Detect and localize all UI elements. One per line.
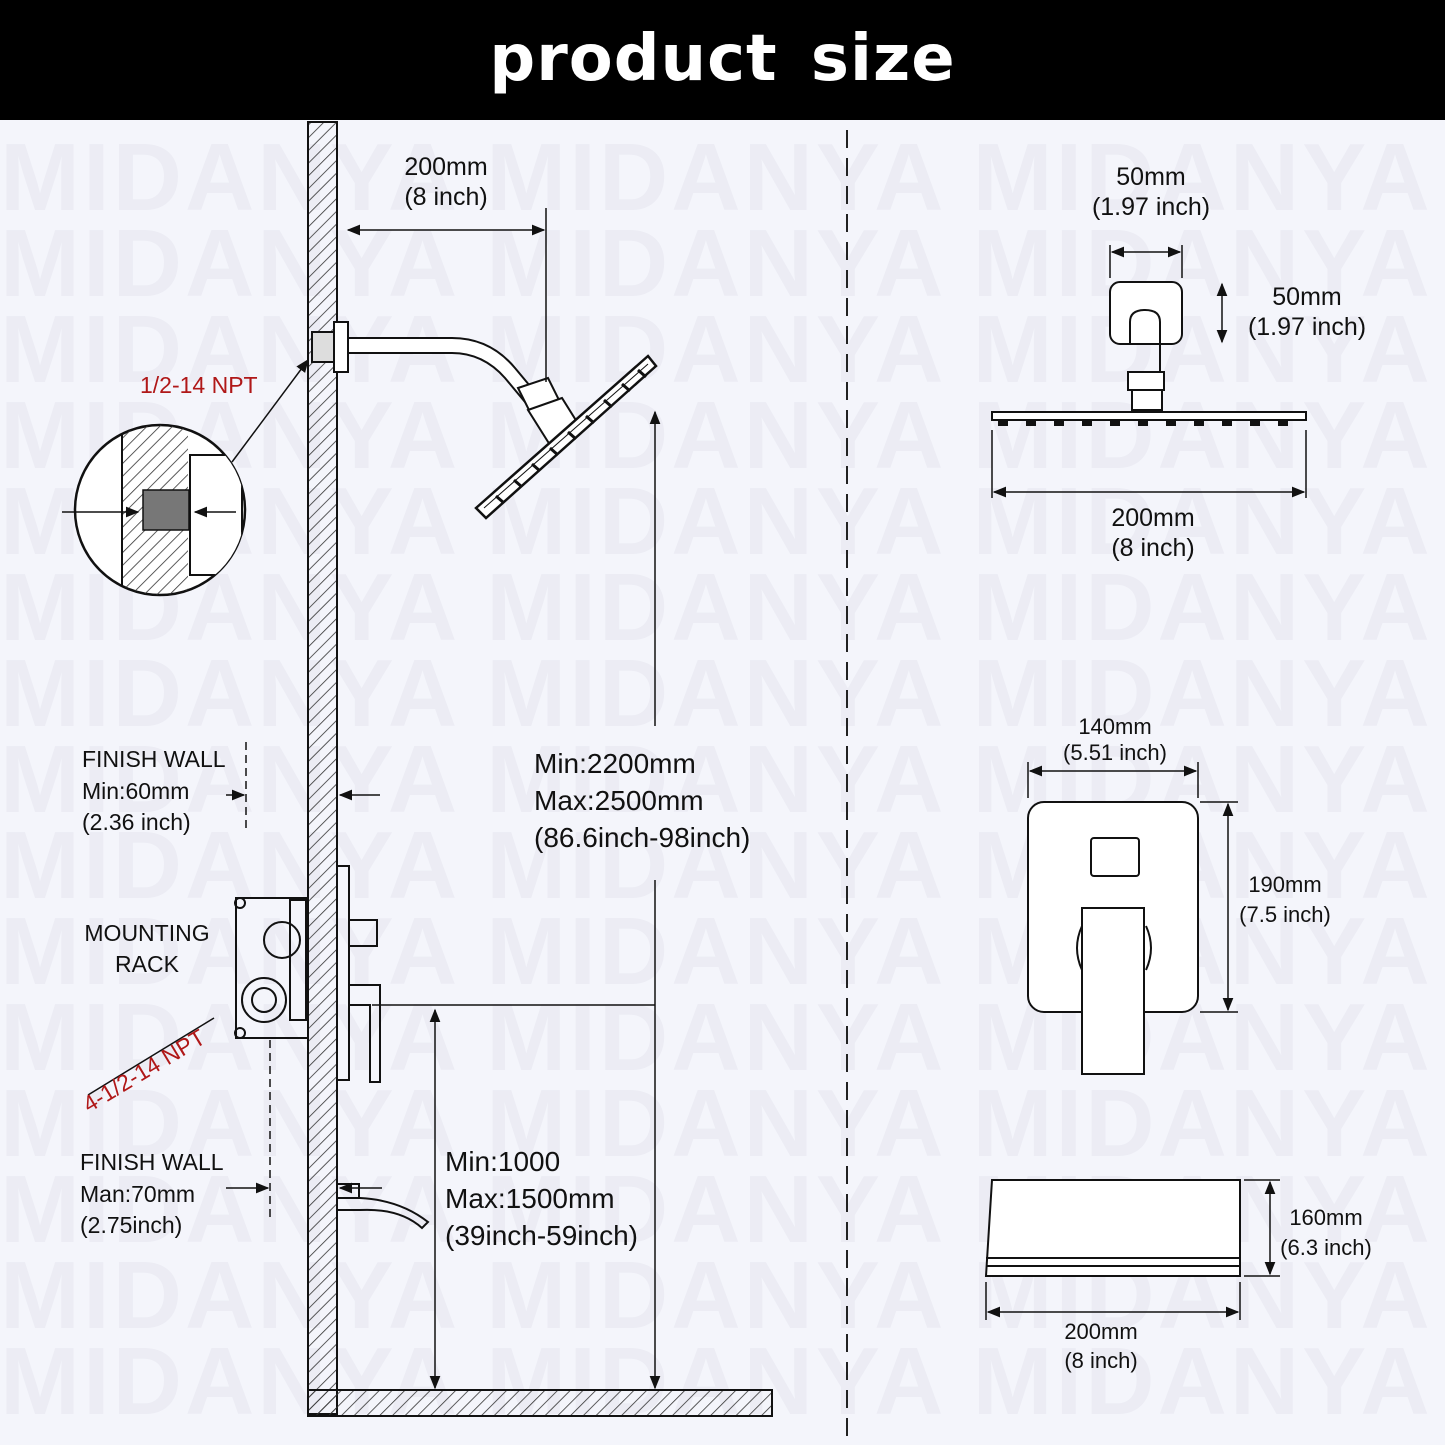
page-title: product size <box>489 22 956 96</box>
arm-reach-label: 200mm (8 inch) <box>386 152 506 212</box>
shower-arm-and-head <box>311 321 658 520</box>
watermark-text: MIDANYA MIDANYA MIDANYA MIDANYA <box>0 640 1445 747</box>
inlet-thread-label: 1/2-14 NPT <box>140 372 258 398</box>
shower-height-label: Min:2200mm Max:2500mm (86.6inch-98inch) <box>534 746 750 857</box>
plate-width-mm: 140mm <box>1078 714 1152 739</box>
finish-wall-bottom-title: FINISH WALL <box>80 1149 224 1175</box>
finish-wall-bottom-inch: (2.75inch) <box>80 1212 183 1239</box>
finish-wall-top-title: FINISH WALL <box>82 746 226 772</box>
head-width-label: 200mm (8 inch) <box>1078 503 1228 563</box>
mounting-rack-label: MOUNTING RACK <box>72 918 222 980</box>
flange-height-inch: (1.97 inch) <box>1247 313 1367 341</box>
finish-wall-bottom-label: FINISH WALL Man:70mm (2.75inch) <box>80 1147 224 1242</box>
watermark-text: MIDANYA MIDANYA MIDANYA MIDANYA <box>0 296 1445 403</box>
valve-height-max: Max:1500mm <box>445 1182 615 1214</box>
spout-height-label: 160mm (6.3 inch) <box>1272 1203 1380 1262</box>
flange-width-label: 50mm (1.97 inch) <box>1066 162 1236 222</box>
head-width-inch: (8 inch) <box>1111 534 1195 562</box>
valve-height-inch: (39inch-59inch) <box>445 1219 638 1251</box>
finish-wall-bottom-value: Man:70mm <box>80 1180 196 1207</box>
watermark-text: MIDANYA MIDANYA MIDANYA MIDANYA <box>0 382 1445 489</box>
watermark-text: MIDANYA MIDANYA MIDANYA MIDANYA <box>0 124 1445 231</box>
flange-width-mm: 50mm <box>1116 163 1186 191</box>
thread-detail-callout <box>62 358 309 597</box>
mounting-rack-line1: MOUNTING <box>84 920 210 946</box>
flange-width-inch: (1.97 inch) <box>1091 193 1211 221</box>
watermark-layer: MIDANYA MIDANYA MIDANYA MIDANYA MIDANYA … <box>0 120 1445 1445</box>
finish-wall-top-inch: (2.36 inch) <box>82 809 191 836</box>
arm-reach-inch: (8 inch) <box>404 183 488 211</box>
spout-width-mm: 200mm <box>1064 1319 1138 1344</box>
plate-height-label: 190mm (7.5 inch) <box>1222 870 1348 929</box>
shower-head-nozzles <box>495 368 647 505</box>
valve-height-min: Min:1000 <box>445 1146 561 1177</box>
arm-reach-mm: 200mm <box>404 153 488 181</box>
shower-height-inch: (86.6inch-98inch) <box>534 821 751 853</box>
finish-wall-top-value: Min:60mm <box>82 777 190 804</box>
valve-trim-side <box>336 865 381 1083</box>
finish-wall-top-label: FINISH WALL Min:60mm (2.36 inch) <box>82 744 226 839</box>
shower-height-max: Max:2500mm <box>534 784 704 816</box>
plate-height-inch: (7.5 inch) <box>1239 901 1331 927</box>
title-banner <box>0 0 1445 120</box>
tub-spout-side <box>336 1183 430 1230</box>
valve-height-label: Min:1000 Max:1500mm (39inch-59inch) <box>445 1144 638 1255</box>
flange-height-label: 50mm (1.97 inch) <box>1232 282 1382 342</box>
flange-height-mm: 50mm <box>1272 283 1342 311</box>
plate-width-inch: (5.51 inch) <box>1063 740 1167 766</box>
valve-trim-front <box>1027 801 1199 1075</box>
mounting-rack <box>234 897 309 1039</box>
watermark-text: MIDANYA MIDANYA MIDANYA MIDANYA <box>0 1070 1445 1177</box>
head-width-mm: 200mm <box>1111 504 1195 532</box>
watermark-text: MIDANYA MIDANYA MIDANYA MIDANYA <box>0 210 1445 317</box>
spout-width-inch: (8 inch) <box>1064 1347 1138 1373</box>
watermark-text: MIDANYA MIDANYA MIDANYA MIDANYA <box>0 898 1445 1005</box>
spout-width-label: 200mm (8 inch) <box>1036 1318 1166 1375</box>
watermark-text: MIDANYA MIDANYA MIDANYA MIDANYA <box>0 554 1445 661</box>
shower-head-front-nozzles <box>998 420 1288 426</box>
watermark-text: MIDANYA MIDANYA MIDANYA MIDANYA <box>0 726 1445 833</box>
shower-head-front <box>991 281 1307 421</box>
spout-height-mm: 160mm <box>1289 1205 1363 1230</box>
plate-height-mm: 190mm <box>1248 872 1322 897</box>
shower-height-min: Min:2200mm <box>534 748 696 779</box>
tub-spout-front <box>984 1179 1241 1277</box>
plate-width-label: 140mm (5.51 inch) <box>1040 714 1190 767</box>
mounting-rack-line2: RACK <box>115 951 179 978</box>
spout-height-inch: (6.3 inch) <box>1280 1234 1372 1260</box>
